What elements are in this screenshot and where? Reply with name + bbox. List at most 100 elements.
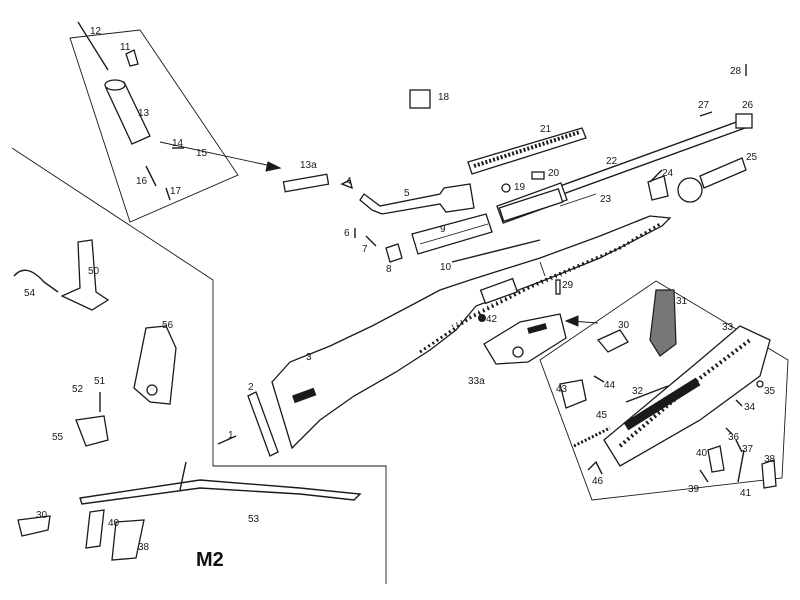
label-19: 19: [514, 182, 526, 193]
label-11: 11: [120, 42, 131, 53]
label-17: 17: [170, 186, 182, 197]
label-29: 29: [562, 280, 574, 291]
label-12: 12: [90, 26, 102, 37]
part-36-pin: [725, 427, 733, 435]
label-2: 2: [248, 382, 254, 393]
label-43: 43: [556, 384, 568, 395]
bolt-inset-parts: [77, 21, 184, 201]
stock-sling-slot: [291, 387, 317, 404]
part-42-button: [478, 314, 486, 322]
label-33: 33: [722, 322, 734, 333]
gas-cylinder: [498, 187, 564, 223]
front-band-part-25: [677, 157, 747, 203]
label-27: 27: [698, 100, 710, 111]
label-20: 20: [548, 168, 560, 179]
part-44-pin: [593, 375, 605, 383]
arrow-to-13a: [159, 141, 277, 168]
gas-cylinder-part-23: [498, 187, 597, 223]
label-33a: 33a: [468, 376, 485, 387]
label-39: 39: [688, 484, 700, 495]
bolt-detail: [419, 223, 489, 245]
small-parts-upper: [282, 89, 561, 322]
pointer-arrows: [159, 141, 599, 327]
label-21: 21: [540, 124, 552, 135]
handguard-ribs: [473, 130, 581, 168]
label-45: 45: [596, 410, 608, 421]
label-56: 56: [162, 320, 174, 331]
m2-section-parts: [13, 239, 362, 561]
label-15: 15: [196, 148, 208, 159]
part-38-safety: [761, 459, 777, 489]
trigger-inset-border: [539, 280, 789, 501]
handguard-part-21: [467, 127, 587, 175]
label-m2-38: 38: [138, 542, 150, 553]
label-14: 14: [172, 138, 184, 149]
part-54-spring: [13, 269, 59, 293]
bolt-inset-border: [69, 29, 239, 223]
part-17-pin: [165, 187, 171, 201]
label-38: 38: [764, 454, 776, 465]
m2-section-border: [11, 147, 387, 584]
part-41-pin: [737, 449, 745, 483]
label-23: 23: [600, 194, 612, 205]
m2-section-title: M2: [196, 549, 224, 571]
label-55: 55: [52, 432, 64, 443]
front-band-part-24: [647, 169, 669, 201]
part-46-clip: [587, 460, 603, 475]
label-28: 28: [730, 66, 742, 77]
label-16: 16: [136, 176, 148, 187]
part-30-hammer: [596, 329, 629, 353]
label-8: 8: [386, 264, 392, 275]
trigger-inset-parts: [559, 289, 777, 489]
part-33-housing-texture: [618, 338, 752, 448]
label-50: 50: [88, 266, 100, 277]
m2-part-38: [111, 519, 145, 561]
m2-part-30: [17, 515, 51, 537]
stock-recess: [479, 277, 519, 305]
part-43-sear: [559, 379, 587, 409]
op-rod-outline: [359, 183, 475, 215]
part-45-spring: [573, 426, 611, 448]
label-51: 51: [94, 376, 106, 387]
recoil-rod-part-10: [451, 239, 541, 263]
label-6: 6: [344, 228, 350, 239]
label-52: 52: [72, 384, 84, 395]
label-22: 22: [606, 156, 618, 167]
label-36: 36: [728, 432, 740, 443]
housing-slot: [527, 323, 548, 334]
part-11-clip: [125, 49, 139, 67]
part-16-spring: [145, 165, 157, 187]
part-56-hole: [146, 384, 158, 396]
front-sight: [735, 113, 753, 129]
bayonet-lug: [699, 157, 747, 189]
band-ring: [677, 177, 703, 203]
part-labels: 1 2 3 4 5 6 7 8 9 10 11 12 13 13a 14 15 …: [24, 26, 776, 553]
label-3: 3: [306, 352, 312, 363]
part-19-nut: [501, 183, 511, 193]
bolt-part-9: [411, 213, 493, 255]
label-31: 31: [676, 296, 688, 307]
part-55-sear: [75, 415, 109, 447]
label-13: 13: [138, 108, 150, 119]
label-42: 42: [486, 314, 498, 325]
arrowhead-33a: [564, 315, 579, 327]
label-9: 9: [440, 224, 446, 235]
label-37: 37: [742, 444, 754, 455]
label-54: 54: [24, 288, 36, 299]
part-37-pin: [735, 439, 743, 453]
part-50-lever: [60, 239, 110, 311]
part-56-selector: [133, 325, 177, 405]
stock-outline: [271, 215, 672, 450]
part-4-clip: [340, 178, 354, 190]
part-33-housing: [603, 325, 771, 467]
trigger-housing-part-33a: [483, 313, 567, 365]
label-13a: 13a: [300, 160, 317, 171]
label-5: 5: [404, 188, 410, 199]
stock-part-3: [271, 215, 672, 450]
pin-part-27: [699, 111, 713, 117]
label-1: 1: [228, 430, 234, 441]
part-7-pin: [365, 235, 377, 247]
part-53-rod: [79, 479, 362, 505]
